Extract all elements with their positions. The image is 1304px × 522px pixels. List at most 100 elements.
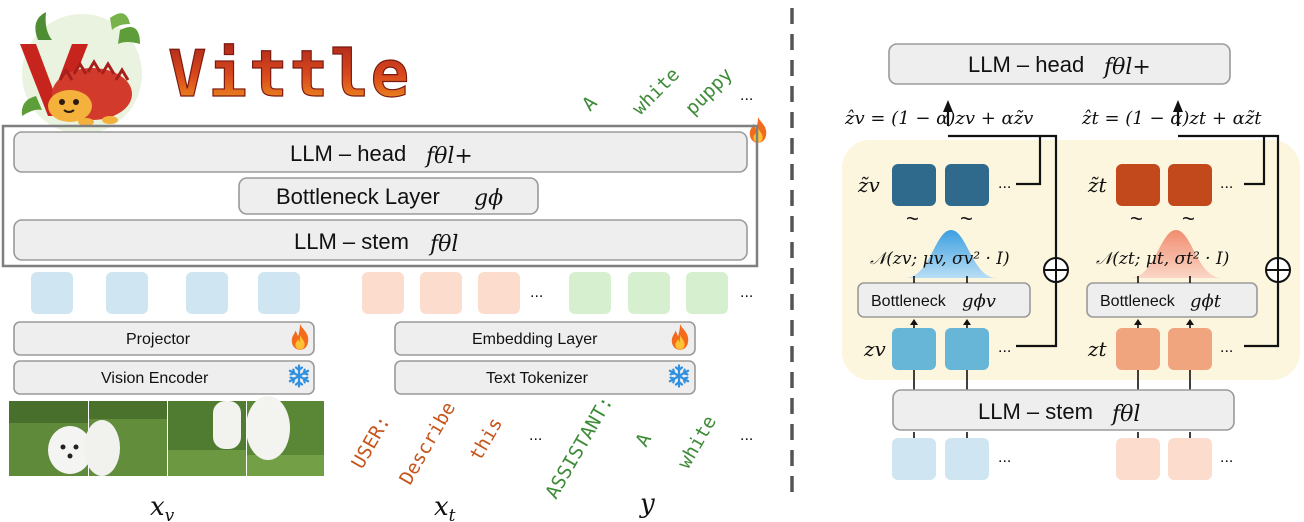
right-llm-head-math: fθl+ [1102, 55, 1151, 80]
llm-stem-label: LLM – stem [294, 229, 409, 254]
puppy-photo [9, 396, 324, 476]
sample-tilde: ~ [960, 206, 973, 231]
user-token: USER: [347, 412, 395, 473]
arrow-heads [943, 100, 1183, 112]
projector-label: Projector [126, 331, 191, 348]
text-token [420, 272, 462, 314]
text-token [478, 272, 520, 314]
user-token-ellipsis: ... [529, 427, 542, 444]
gaussian-v-icon [905, 230, 997, 278]
equation-t: ẑt = (1 − α)zt + αz̃t [1081, 108, 1262, 129]
label-x-v: xv [150, 492, 175, 522]
answer-tokens [569, 272, 728, 314]
ztilde-t-token [1116, 164, 1160, 206]
bottleneck-t-math: gϕt [1190, 291, 1222, 312]
output-token: A [578, 91, 602, 115]
oplus-icon [1043, 257, 1069, 283]
bottleneck-layer-math: gϕ [474, 186, 503, 211]
text-tokens [362, 272, 520, 314]
bottleneck-v-math: gϕv [962, 291, 996, 312]
right-llm-stem-box [892, 389, 1235, 431]
sample-tilde: ~ [1130, 206, 1143, 231]
bottleneck-t-label: Bottleneck [1100, 293, 1176, 310]
connector-lines [946, 110, 1280, 348]
input-text-token [1168, 438, 1212, 480]
vision-token [186, 272, 228, 314]
answer-token [569, 272, 611, 314]
z-v-token [945, 328, 989, 370]
user-tokens: USER: Describe this [347, 398, 507, 488]
vision-encoder-label: Vision Encoder [101, 370, 209, 387]
answer-token [628, 272, 670, 314]
ztilde-t-token [1168, 164, 1212, 206]
z-v-ellipsis: ... [998, 339, 1011, 356]
gaussian-v-formula: 𝒩(zv; μv, σv² · I) [870, 249, 1010, 269]
llm-stem-math: fθl [428, 232, 458, 257]
bottleneck-layer-box [238, 177, 539, 215]
bottleneck-v-label: Bottleneck [871, 293, 947, 310]
input-text-token [1116, 438, 1160, 480]
text-token-ellipsis: ... [530, 284, 543, 301]
llm-head-math: fθl+ [424, 144, 473, 169]
input-text-ellipsis: ... [1220, 449, 1233, 466]
vision-token [258, 272, 300, 314]
input-vision-token [945, 438, 989, 480]
vision-tokens [31, 272, 300, 314]
z-v-label: zv [863, 337, 887, 361]
input-vision-token [892, 438, 936, 480]
ztilde-v-token [892, 164, 936, 206]
output-token-ellipsis: ... [740, 87, 753, 104]
oplus-icon [1265, 257, 1291, 283]
ztilde-t-ellipsis: ... [1220, 175, 1233, 192]
input-vision-ellipsis: ... [998, 449, 1011, 466]
user-token: this [465, 414, 507, 465]
equation-v: ẑv = (1 − α)zv + αz̃v [844, 108, 1033, 129]
text-tokenizer-label: Text Tokenizer [486, 370, 589, 387]
llm-frame [1, 124, 759, 268]
llm-stem-box [13, 219, 748, 261]
embedding-layer-box [394, 321, 696, 356]
right-llm-stem-math: fθl [1110, 402, 1140, 427]
text-tokenizer-box [394, 360, 696, 395]
label-x-t: xt [434, 492, 456, 522]
z-t-token [1116, 328, 1160, 370]
output-token: puppy [681, 64, 737, 120]
z-v-token [892, 328, 936, 370]
ztilde-v-token [945, 164, 989, 206]
z-t-ellipsis: ... [1220, 339, 1233, 356]
answer-token-ellipsis: ... [740, 284, 753, 301]
label-y: y [639, 489, 655, 519]
sample-tilde: ~ [1182, 206, 1195, 231]
app-title: Vittle [168, 38, 411, 112]
z-t-label: zt [1087, 337, 1108, 361]
llm-head-box [13, 131, 748, 173]
bottleneck-t-box [1086, 282, 1258, 318]
text-token [362, 272, 404, 314]
ztilde-v-label: z̃v [857, 173, 881, 197]
ztilde-t-label: z̃t [1087, 173, 1108, 197]
vision-encoder-box [13, 360, 315, 395]
projector-box [13, 321, 315, 356]
assistant-token-ellipsis: ... [740, 427, 753, 444]
vision-token [31, 272, 73, 314]
flow-arrow-heads [910, 319, 1194, 325]
user-token: Describe [395, 398, 460, 488]
embedding-layer-label: Embedding Layer [472, 331, 598, 348]
gaussian-t-icon [1130, 230, 1222, 278]
assistant-tokens: ASSISTANT: A white [541, 392, 721, 502]
input-arrows [913, 432, 1191, 438]
bottleneck-v-box [857, 282, 1031, 318]
right-llm-stem-label: LLM – stem [978, 399, 1093, 424]
output-tokens: A white puppy [578, 64, 737, 120]
gaussian-t-formula: 𝒩(zt; μt, σt² · I) [1096, 249, 1229, 269]
right-llm-head-label: LLM – head [968, 52, 1084, 77]
llm-head-label: LLM – head [290, 141, 406, 166]
assistant-token: A [631, 429, 656, 450]
sample-tilde: ~ [906, 206, 919, 231]
answer-token [686, 272, 728, 314]
right-llm-head-box [888, 43, 1231, 85]
z-t-token [1168, 328, 1212, 370]
output-token: white [628, 64, 684, 120]
bottleneck-layer-label: Bottleneck Layer [276, 184, 440, 209]
